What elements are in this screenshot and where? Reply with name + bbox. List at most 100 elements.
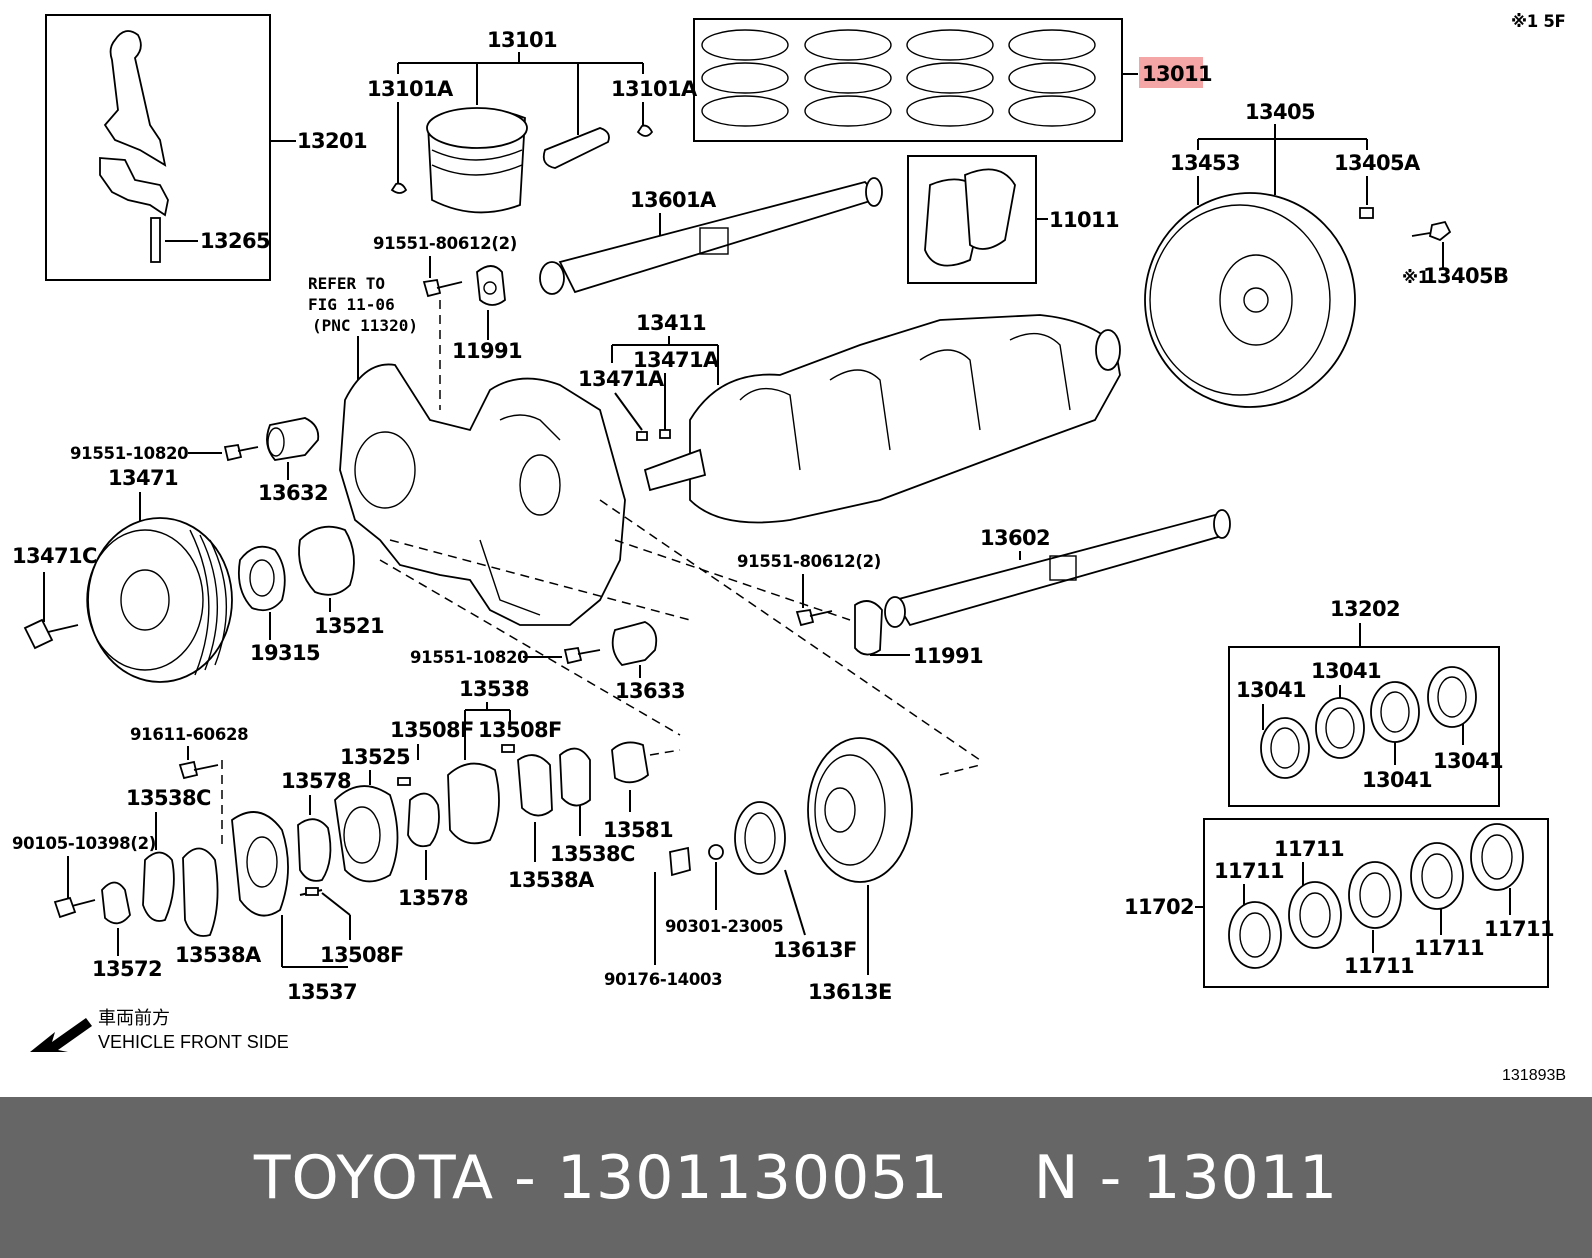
label-13101: 13101 [487,28,557,52]
connecting-rod-group: 13201 13265 [45,14,368,281]
snap-ring-13538C-right-icon[interactable] [559,747,591,807]
label-13011: 13011 [1142,62,1212,86]
snap-ring-13538C-left-icon[interactable] [142,851,175,922]
rod-bolt-icon[interactable] [150,217,161,263]
front-label-jp: 車両前方 [98,1008,170,1028]
label-13578-a: 13578 [281,769,351,793]
bolt-icon-top[interactable] [422,278,463,298]
timing-cover-13613E-icon[interactable] [807,737,913,883]
snap-ring-13578-right-icon[interactable] [407,792,440,848]
crank-pulley-icon[interactable] [87,517,233,683]
crank-timing-gear-19315-icon[interactable] [237,545,286,612]
label-13537: 13537 [287,980,357,1004]
thrust-plate-13572-icon[interactable] [101,881,131,925]
balance-shaft-upper-icon[interactable] [558,180,882,294]
rod-bearing-group: 11702 11711 11711 11711 11711 11711 [1124,818,1555,988]
label-13508F-c: 13508F [320,943,404,967]
balance-shaft-upper-group: 13601A [539,177,883,295]
label-13041-a: 13041 [1236,678,1306,702]
label-91551-10820-top: 91551-10820 [70,444,188,463]
balance-shaft-lower-icon[interactable] [893,513,1227,627]
bolt-icon-idler-lower[interactable] [563,646,601,665]
snap-ring-left-icon[interactable] [390,182,408,194]
snap-ring-right-icon[interactable] [636,124,654,137]
oil-pump-gear-13521-icon[interactable] [298,525,355,596]
snap-ring-13578-left-icon[interactable] [297,818,332,882]
label-13601A: 13601A [630,188,717,212]
oil-seal-13613F-icon[interactable] [734,801,786,875]
label-11711-e: 11711 [1484,917,1554,941]
piston-rings-group: 13011 [693,18,1213,142]
timing-case-icon[interactable] [339,363,626,626]
label-13538A-b: 13538A [175,943,262,967]
piston-pin-icon[interactable] [542,127,610,169]
label-11702: 11702 [1124,895,1194,919]
label-13405A: 13405A [1334,151,1421,175]
pin-13508F-a-icon[interactable] [397,777,411,786]
refer-line3: (PNC 11320) [312,316,418,335]
flywheel-bolt-icon[interactable] [1411,220,1452,242]
main-bearing-shell-icon[interactable] [1260,666,1477,779]
rod-bearing-shell-icon[interactable] [1228,823,1524,969]
bolt-icon-90105[interactable] [53,896,96,919]
exploded-parts-diagram: 13201 13265 13101 13101A 13101A 13011 [12,12,1566,1084]
label-13633: 13633 [615,679,685,703]
key-icon-a[interactable] [636,431,648,441]
label-11011: 11011 [1049,208,1119,232]
bolt-icon-mid[interactable] [795,608,833,627]
label-13041-d: 13041 [1433,749,1503,773]
rod-bearing-frame [1203,818,1549,988]
pulley-bolt-icon[interactable] [23,618,79,650]
piston-ring-set-icon[interactable] [701,29,1096,127]
idler-gear-13633-icon[interactable] [611,621,658,666]
oil-plate-upper-icon[interactable] [476,265,506,306]
flywheel-pin-icon[interactable] [1359,207,1374,219]
label-13411: 13411 [636,311,706,335]
connecting-rod-icon[interactable] [103,30,167,167]
label-13538A-a: 13538A [508,868,595,892]
label-13613F: 13613F [773,938,857,962]
tensioner-13581-icon[interactable] [611,741,649,784]
connecting-rod-frame [45,14,271,281]
label-13405: 13405 [1245,100,1315,124]
crank-nose-icon[interactable] [643,448,707,492]
bolt-icon-91611[interactable] [178,760,219,780]
label-13538: 13538 [459,677,529,701]
figure-id: 131893B [1502,1067,1566,1084]
label-13613E: 13613E [808,980,892,1004]
gasket-90301-icon[interactable] [708,844,724,860]
crank-pulley-group: 91551-10820 13632 13471 13471C 19315 135… [12,417,385,683]
refer-line2: FIG 11-06 [308,295,395,314]
thrust-washer-icon-2[interactable] [964,168,1016,250]
pin-13508F-c-icon[interactable] [305,887,319,896]
label-91551-80612-top: 91551-80612(2) [373,234,517,253]
crankshaft-icon[interactable] [689,314,1121,524]
label-13525: 13525 [340,745,410,769]
label-13202: 13202 [1330,597,1400,621]
cover-group: 90176-14003 90301-23005 13613F 13613E [604,737,913,1004]
gasket-13538A-left-icon[interactable] [182,847,219,937]
label-13405B: 13405B [1423,264,1508,288]
pin-13508F-b-icon[interactable] [501,744,515,753]
piston-group: 13101 13101A 13101A [367,28,699,214]
bolt-icon-pulley-top[interactable] [223,443,259,462]
sprocket-13537-icon[interactable] [231,811,289,917]
label-13508F-a: 13508F [390,718,474,742]
oil-plate-lower-icon[interactable] [854,600,883,656]
key-icon-b[interactable] [659,429,671,439]
mark-13405B: ※1 [1402,268,1429,287]
crankshaft-group: 13411 13471A 13471A [578,311,1121,524]
main-bearing-frame [1228,646,1500,807]
rod-cap-icon[interactable] [99,157,169,217]
label-11711-b: 11711 [1274,837,1344,861]
idler-gear-13632-icon[interactable] [266,417,320,461]
label-13471A-b: 13471A [578,367,665,391]
part-number-footer: TOYOTA - 1301130051 N - 13011 [0,1097,1592,1258]
sprocket-13538-icon[interactable] [447,762,500,845]
label-91611-60628: 91611-60628 [130,725,248,744]
plug-90176-icon[interactable] [669,846,691,877]
vehicle-front-marker: 車両前方 VEHICLE FRONT SIDE [30,1008,289,1052]
gasket-13538A-right-icon[interactable] [517,754,553,817]
flywheel-icon[interactable] [1144,192,1356,408]
lower-timing-group: 91611-60628 13538C 90105-10398(2) 13572 … [12,677,681,1004]
